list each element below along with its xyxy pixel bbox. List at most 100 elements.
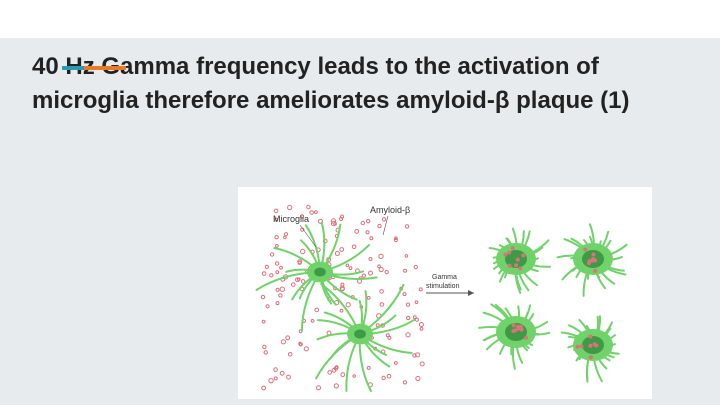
amyloid-particle xyxy=(314,210,318,215)
amyloid-particle xyxy=(287,204,293,211)
amyloid-particle xyxy=(393,237,398,243)
amyloid-particle xyxy=(317,218,324,224)
amyloid-particle xyxy=(419,361,425,367)
amyloid-particle xyxy=(298,341,303,346)
engulfed-amyloid xyxy=(503,252,508,257)
amyloid-particle xyxy=(403,268,408,273)
amyloid-particle xyxy=(404,254,409,258)
amyloid-particle xyxy=(339,308,344,313)
amyloid-particle xyxy=(303,346,309,352)
amyloid-particle xyxy=(283,235,287,240)
engulfed-amyloid xyxy=(507,263,512,268)
figure-illustration: Microglia Amyloid-β Gamma stimulation xyxy=(255,204,628,392)
amyloid-particle xyxy=(269,273,274,278)
amyloid-particle xyxy=(275,270,280,275)
amyloid-particle xyxy=(283,232,289,237)
engulfed-amyloid xyxy=(579,344,584,349)
engulfed-amyloid xyxy=(593,269,598,273)
amyloid-particle xyxy=(274,244,279,248)
amyloid-particle xyxy=(314,307,319,313)
amyloid-particle xyxy=(291,282,296,287)
amyloid-particle xyxy=(366,296,371,300)
amyloid-particle xyxy=(285,335,291,341)
amyloid-particle xyxy=(274,235,279,240)
microglia-pointer xyxy=(299,224,317,248)
amyloid-particle xyxy=(384,270,389,275)
microglia-cell xyxy=(478,303,551,370)
amyloid-particle xyxy=(327,370,332,375)
amyloid-particle xyxy=(415,352,421,358)
amyloid-particle xyxy=(334,365,339,370)
amyloid-particle xyxy=(275,301,280,306)
amyloid-particle xyxy=(287,352,293,357)
amyloid-particle xyxy=(419,327,424,331)
engulfed-amyloid xyxy=(592,342,597,347)
engulfed-amyloid xyxy=(591,257,595,261)
amyloid-particle xyxy=(340,372,346,378)
engulfed-amyloid xyxy=(583,247,588,252)
slide-title: 40 Hz Gamma frequency leads to the activ… xyxy=(32,53,630,114)
title-accent-bar xyxy=(62,66,126,70)
amyloid-plaque-particles xyxy=(260,204,425,391)
microglia-label: Microglia xyxy=(273,214,309,224)
amyloid-particle xyxy=(339,214,345,219)
amyloid-particle xyxy=(348,266,353,270)
amyloid-particle xyxy=(334,251,340,256)
amyloid-particle xyxy=(340,286,345,292)
amyloid-particle xyxy=(333,383,339,389)
amyloid-particle xyxy=(278,293,283,298)
microglia-cell xyxy=(488,227,551,294)
amyloid-particle xyxy=(345,263,350,268)
microglia-cell xyxy=(315,282,416,392)
amyloid-particle xyxy=(378,253,384,260)
amyloid-particle xyxy=(418,287,423,292)
engulfed-amyloid xyxy=(524,335,529,340)
amyloid-particle xyxy=(414,300,419,304)
amyloid-particle xyxy=(261,385,267,391)
amyloid-particle xyxy=(264,264,269,270)
amyloid-particle xyxy=(309,210,314,215)
engulfed-amyloid xyxy=(518,266,523,271)
amyloid-particle xyxy=(354,229,360,234)
amyloid-particle xyxy=(297,260,302,265)
amyloid-particle xyxy=(394,236,398,241)
engulfed-amyloid xyxy=(521,253,526,258)
amyloid-particle xyxy=(379,289,384,294)
amyloid-particle xyxy=(296,277,301,281)
amyloid-particle xyxy=(352,374,356,378)
amyloid-particle xyxy=(340,282,345,287)
engulfed-amyloid xyxy=(511,323,516,328)
amyloid-particle xyxy=(351,244,357,250)
cell-nucleus xyxy=(314,267,326,277)
amyloid-particle xyxy=(275,287,280,292)
amyloid-particle xyxy=(263,350,268,355)
amyloid-particle xyxy=(404,224,410,229)
amyloid-particle xyxy=(260,294,266,300)
amyloid-particle xyxy=(379,302,385,307)
amyloid-particle xyxy=(299,248,306,255)
amyloid-particle xyxy=(381,375,386,381)
amyloid-particle xyxy=(360,220,366,226)
amyloid-particle xyxy=(265,304,270,309)
amyloid-particle xyxy=(286,374,291,380)
amyloid-particle xyxy=(385,333,390,338)
engulfed-amyloid xyxy=(588,343,593,348)
stimulation-label: stimulation xyxy=(426,283,460,290)
amyloid-particle xyxy=(366,365,371,370)
amyloid-particle xyxy=(299,214,305,219)
amyloid-particle xyxy=(261,271,267,276)
microglia-figure: Microglia Amyloid-β Gamma stimulation xyxy=(238,187,652,399)
amyloid-particle xyxy=(279,370,285,376)
engulfed-amyloid xyxy=(519,327,524,332)
amyloid-label: Amyloid-β xyxy=(370,205,410,215)
amyloid-particle xyxy=(300,279,306,284)
amyloid-particle xyxy=(402,380,407,385)
amyloid-particle xyxy=(381,217,387,222)
engulfed-amyloid xyxy=(588,334,593,339)
accent-segment-orange xyxy=(84,66,126,70)
amyloid-particle xyxy=(412,315,417,320)
engulfed-amyloid xyxy=(510,246,515,251)
cell-nucleus xyxy=(354,329,366,339)
amyloid-particle xyxy=(405,332,411,338)
microglia-cells-activated xyxy=(478,223,628,383)
